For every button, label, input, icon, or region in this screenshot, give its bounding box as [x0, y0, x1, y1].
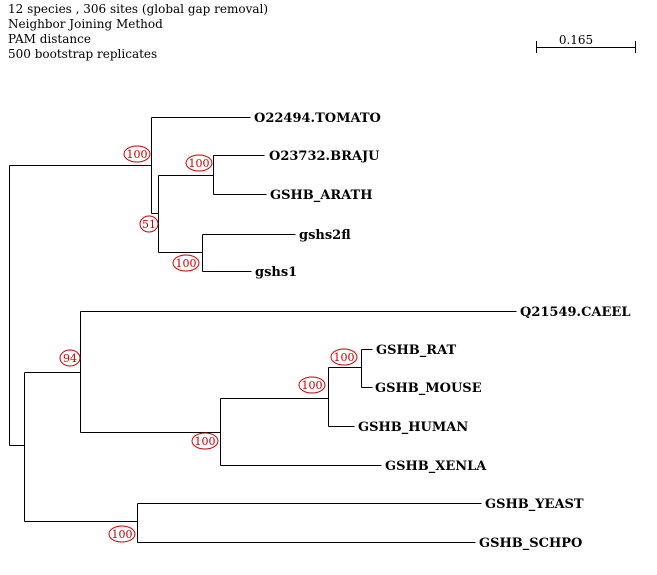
header-info: 12 species , 306 sites (global gap remov… — [8, 2, 268, 62]
bootstrap-fungi: 100 — [108, 525, 136, 543]
tree-branches — [9, 117, 517, 543]
leaf-label-human: GSHB_HUMAN — [358, 420, 468, 435]
leaf-labels: O22494.TOMATO O23732.BRAJU GSHB_ARATH gs… — [254, 111, 630, 551]
leaf-label-yeast: GSHB_YEAST — [485, 497, 584, 512]
bootstrap-plant-value: 100 — [127, 148, 148, 161]
header-method: Neighbor Joining Method — [8, 17, 163, 31]
bootstrap-plant-inner: 51 — [139, 215, 159, 233]
leaf-label-gshs2fl: gshs2fl — [299, 228, 351, 243]
leaf-label-arath: GSHB_ARATH — [270, 188, 372, 203]
leaf-label-mouse: GSHB_MOUSE — [375, 381, 482, 396]
bootstrap-plant-inner-value: 51 — [142, 218, 156, 231]
bootstrap-fungi-value: 100 — [112, 528, 133, 541]
bootstrap-animal: 94 — [59, 349, 81, 367]
bootstrap-braju-arath-value: 100 — [189, 157, 210, 170]
scale-bar-label: 0.165 — [559, 33, 593, 47]
bootstrap-labels: 100 100 51 100 94 100 100 100 — [59, 145, 358, 543]
header-bootstrap: 500 bootstrap replicates — [8, 47, 158, 61]
leaf-label-gshs1: gshs1 — [255, 265, 297, 280]
bootstrap-rat-mouse: 100 — [330, 348, 358, 366]
scale-bar: 0.165 — [536, 33, 636, 53]
bootstrap-rat-mouse-value: 100 — [334, 351, 355, 364]
bootstrap-animal-value: 94 — [63, 352, 77, 365]
bootstrap-gshs: 100 — [172, 254, 200, 272]
leaf-label-rat: GSHB_RAT — [376, 343, 456, 358]
bootstrap-rodent-human-value: 100 — [302, 379, 323, 392]
header-distance: PAM distance — [8, 32, 91, 46]
leaf-label-xenla: GSHB_XENLA — [385, 459, 487, 474]
leaf-label-caeel: Q21549.CAEEL — [520, 305, 630, 320]
bootstrap-gshs-value: 100 — [176, 257, 197, 270]
bootstrap-plant: 100 — [123, 145, 151, 163]
bootstrap-braju-arath: 100 — [185, 154, 213, 172]
bootstrap-vertebrate-value: 100 — [195, 435, 216, 448]
bootstrap-vertebrate: 100 — [191, 432, 219, 450]
bootstrap-rodent-human: 100 — [298, 376, 326, 394]
leaf-label-tomato: O22494.TOMATO — [254, 111, 381, 126]
leaf-label-schpo: GSHB_SCHPO — [479, 536, 582, 551]
leaf-label-braju: O23732.BRAJU — [269, 149, 380, 164]
header-species-sites: 12 species , 306 sites (global gap remov… — [8, 2, 269, 16]
